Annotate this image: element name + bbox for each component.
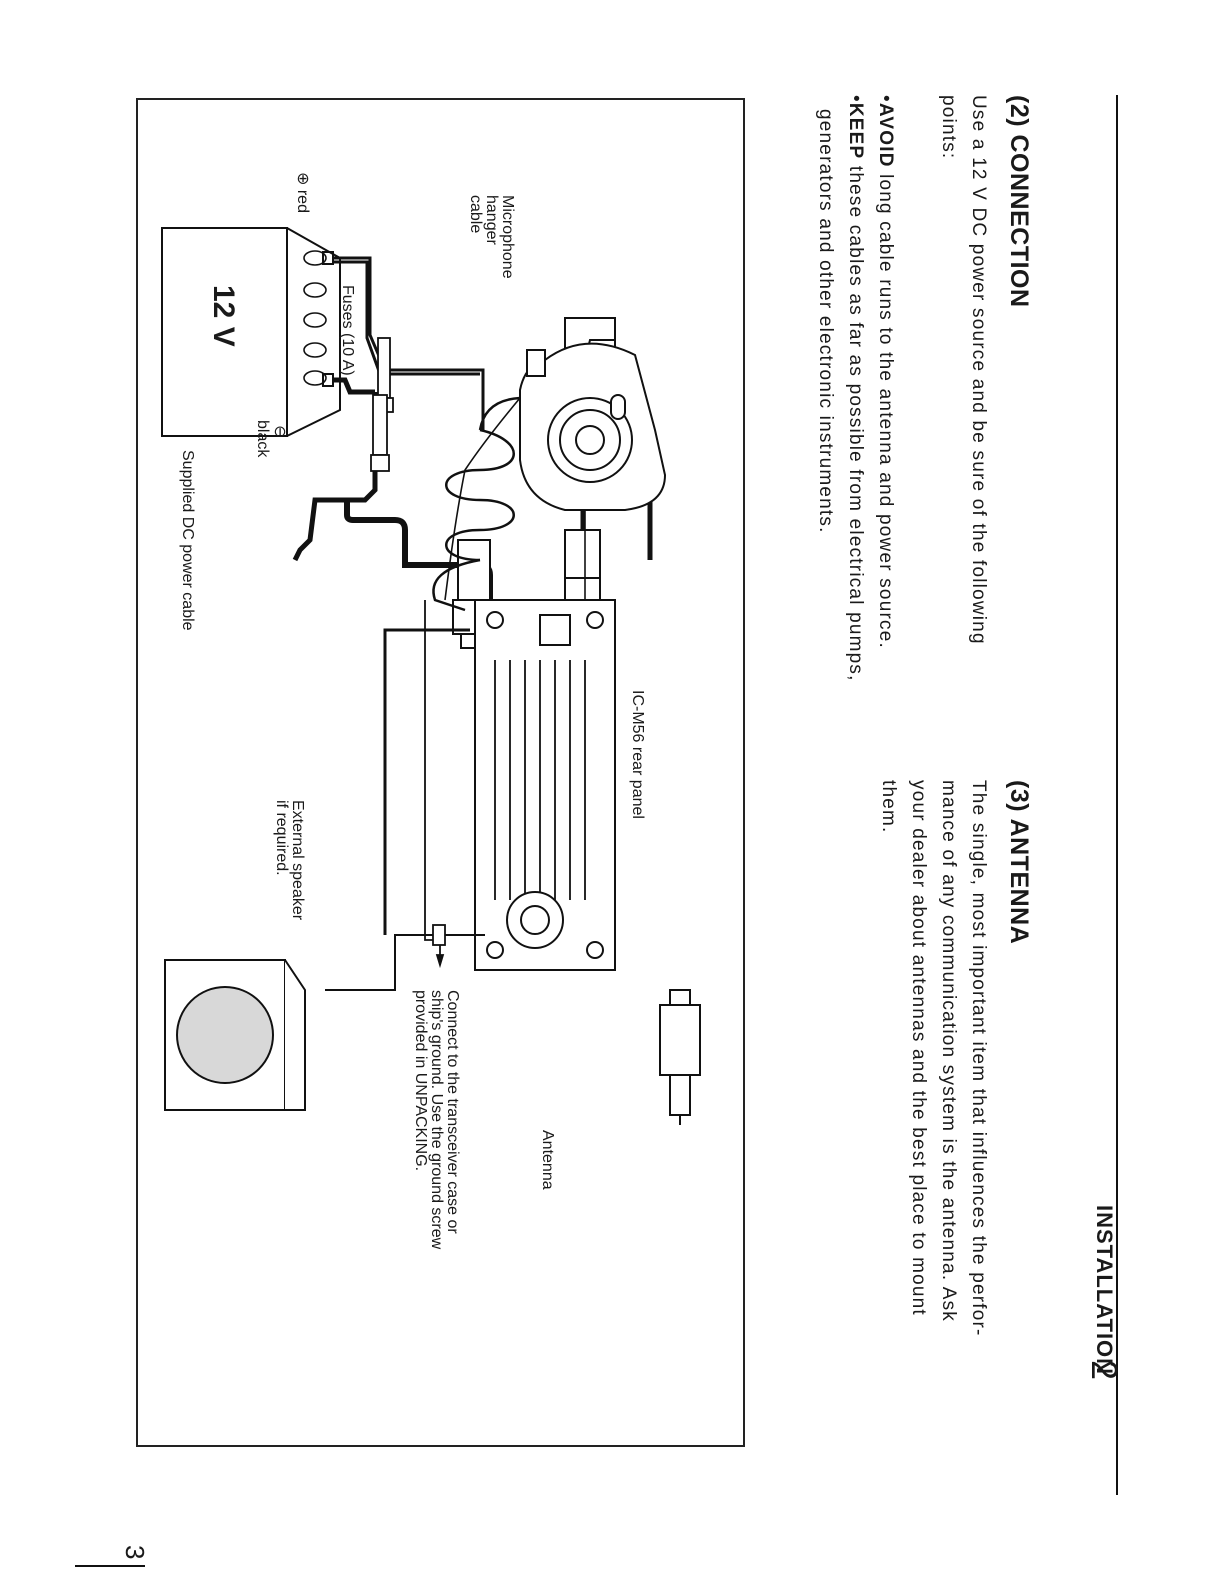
battery-illustration [161,227,341,437]
mic-label-line1: Microphone [499,195,516,279]
mic-label-line3: cable [467,195,484,234]
black-label: black [254,420,271,458]
page-number: 3 [120,1545,150,1560]
ground-instructions: Connect to the transceiver case or ship'… [412,990,461,1330]
ext-speaker-line1: External speaker [289,800,306,921]
minus-symbol: ⊖ [271,425,288,439]
speaker-cable [325,934,485,991]
microphone-illustration [519,342,667,511]
coiled-cord [432,396,521,612]
speaker-lead [383,628,470,935]
ground-lead [424,600,446,969]
rear-panel-illustration [474,599,616,971]
rear-panel-label: IC-M56 rear panel [629,690,646,819]
mic-label-line2: hanger [483,195,500,245]
fuses-label: Fuses (10 A) [339,285,356,376]
external-speaker-label: External speaker if required. [273,800,306,960]
page-number-rule [75,1565,145,1567]
antenna-label: Antenna [539,1130,556,1190]
ext-speaker-line2: if required. [273,800,290,876]
ground-line3: provided in UNPACKING. [412,990,429,1172]
plus-red-label: ⊕ red [294,172,311,213]
antenna-connector-illustration [659,989,701,1125]
supplied-dc-cable-label: Supplied DC power cable [179,450,196,631]
ground-line1: Connect to the transceiver case or [444,990,461,1234]
battery-voltage-label: 12 V [207,285,240,347]
ground-line2: ship's ground. Use the ground screw [428,990,445,1250]
external-speaker-illustration [164,959,306,1111]
microphone-hanger-label: Microphone hanger cable [467,195,516,345]
negative-lead [292,377,390,562]
